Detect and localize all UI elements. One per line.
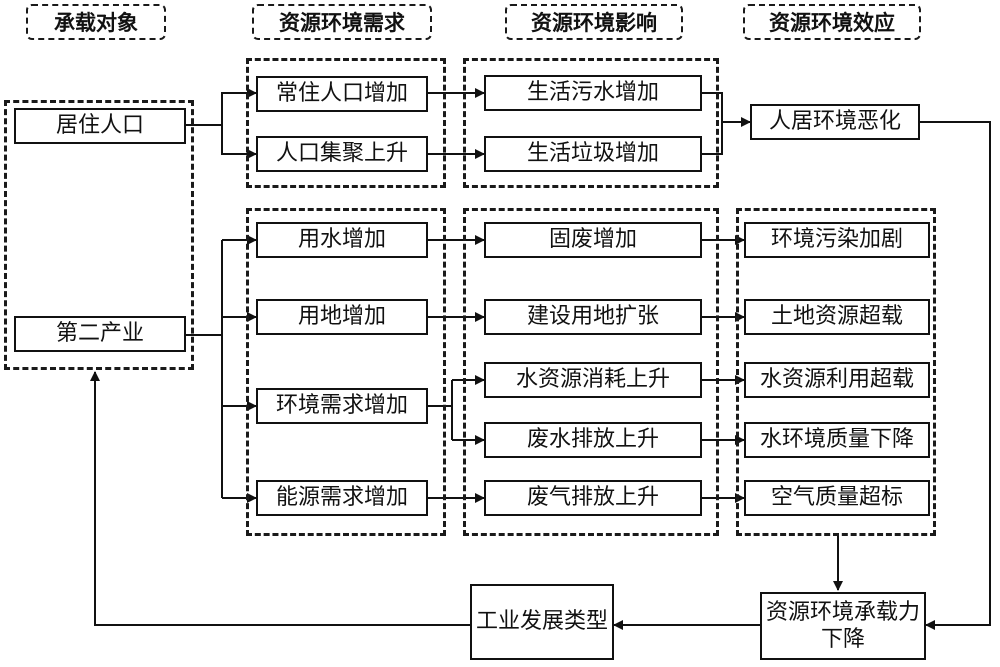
header-impact: 资源环境影响 [505,4,683,40]
node-water-use-increase: 用水增加 [256,222,428,258]
node-resident-pop-increase: 常住人口增加 [256,76,428,112]
node-env-demand-increase: 环境需求增加 [256,388,428,424]
node-air-over-limit: 空气质量超标 [744,480,930,516]
node-pop-gather-rise: 人口集聚上升 [256,136,428,172]
effect-group [736,208,936,536]
header-demand: 资源环境需求 [252,4,432,40]
impact-group-top [463,58,719,188]
node-water-quality-down: 水环境质量下降 [744,422,930,458]
demand-group-bottom [246,208,446,536]
node-industry-type: 工业发展类型 [470,584,614,660]
impact-group-bottom [463,208,719,536]
node-capacity-decline: 资源环境承载力下降 [760,592,926,660]
node-secondary-industry: 第二产业 [14,316,186,352]
arrow-env-bus [428,380,453,440]
node-sewage-increase: 生活污水增加 [484,75,702,111]
header-effect: 资源环境效应 [743,4,921,40]
header-object: 承载对象 [26,4,166,40]
node-solid-waste-increase: 固废增加 [484,222,702,258]
node-pollution-worse: 环境污染加剧 [744,222,930,258]
arrow-impact-to-living-env [702,92,750,155]
arrow-resident-to-pop-up [186,88,257,126]
object-group [4,100,194,370]
arrow-industry-type-to-industry [90,371,470,626]
node-resident-population: 居住人口 [14,108,186,144]
arrow-industry-to-water-use [221,240,256,498]
node-water-overload: 水资源利用超载 [744,362,930,398]
node-living-env-worse: 人居环境恶化 [750,104,920,140]
demand-group-top [246,58,446,188]
node-land-use-increase: 用地增加 [256,299,428,335]
arrow-resident-to-gather [221,125,257,159]
node-exhaust-rise: 废气排放上升 [484,480,702,516]
node-land-overload: 土地资源超载 [744,299,930,335]
arrow-living-env-to-capacity [920,121,991,630]
node-energy-demand-increase: 能源需求增加 [256,480,428,516]
node-wastewater-rise: 废水排放上升 [484,422,702,458]
node-garbage-increase: 生活垃圾增加 [484,136,702,172]
node-construction-land-expand: 建设用地扩张 [484,299,702,335]
node-water-consume-rise: 水资源消耗上升 [484,362,702,398]
